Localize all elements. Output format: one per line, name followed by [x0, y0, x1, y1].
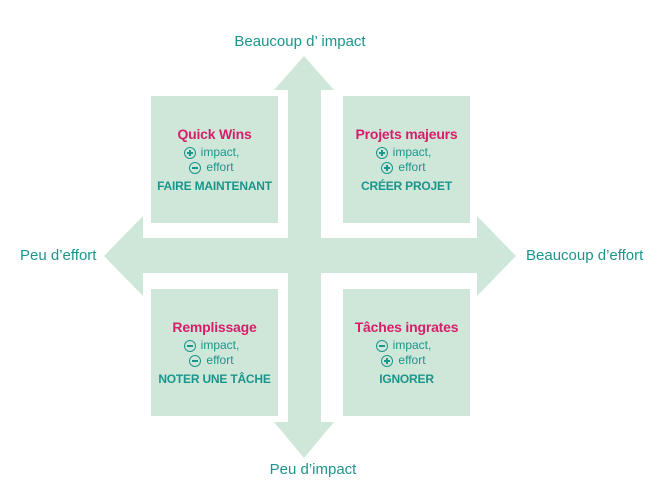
quadrant-quick-wins: Quick Wins impact, effort FAIRE MAINTENA… — [151, 96, 278, 223]
quadrant-action: NOTER UNE TÂCHE — [158, 372, 271, 386]
minus-circle-icon — [375, 339, 388, 352]
impact-label: impact, — [200, 338, 240, 352]
plus-circle-icon — [381, 354, 394, 367]
axis-label-left: Peu d’effort — [20, 247, 97, 264]
quadrant-action: CRÉER PROJET — [361, 179, 452, 193]
effort-line: effort — [337, 353, 470, 368]
quadrant-action: IGNORER — [379, 372, 434, 386]
quadrant-title: Projets majeurs — [355, 126, 458, 142]
effort-label: effort — [206, 353, 234, 367]
quadrant-projets-majeurs: Projets majeurs impact, effort CRÉER PRO… — [343, 96, 470, 223]
plus-circle-icon — [183, 146, 196, 159]
axis-label-bottom: Peu d’impact — [269, 461, 357, 478]
plus-circle-icon — [381, 161, 394, 174]
axis-label-top: Beaucoup d’ impact — [234, 33, 366, 50]
effort-label: effort — [398, 160, 426, 174]
effort-line: effort — [145, 353, 278, 368]
plus-circle-icon — [375, 146, 388, 159]
effort-label: effort — [398, 353, 426, 367]
quadrant-remplissage: Remplissage impact, effort NOTER UNE TÂC… — [151, 289, 278, 416]
minus-circle-icon — [189, 161, 202, 174]
axis-label-right: Beaucoup d’effort — [526, 247, 644, 264]
quadrant-title: Tâches ingrates — [354, 319, 459, 335]
minus-circle-icon — [189, 354, 202, 367]
impact-line: impact, — [337, 338, 470, 353]
quadrant-title: Remplissage — [172, 319, 257, 335]
minus-circle-icon — [183, 339, 196, 352]
impact-line: impact, — [145, 145, 278, 160]
effort-label: effort — [206, 160, 234, 174]
effort-line: effort — [145, 160, 278, 175]
horizontal-axis-arrow — [104, 216, 516, 296]
impact-line: impact, — [337, 145, 470, 160]
quadrant-taches-ingrates: Tâches ingrates impact, effort IGNORER — [343, 289, 470, 416]
effort-line: effort — [337, 160, 470, 175]
quadrant-action: FAIRE MAINTENANT — [157, 179, 272, 193]
impact-label: impact, — [392, 338, 432, 352]
impact-label: impact, — [200, 145, 240, 159]
quadrant-title: Quick Wins — [177, 126, 252, 142]
impact-label: impact, — [392, 145, 432, 159]
impact-line: impact, — [145, 338, 278, 353]
